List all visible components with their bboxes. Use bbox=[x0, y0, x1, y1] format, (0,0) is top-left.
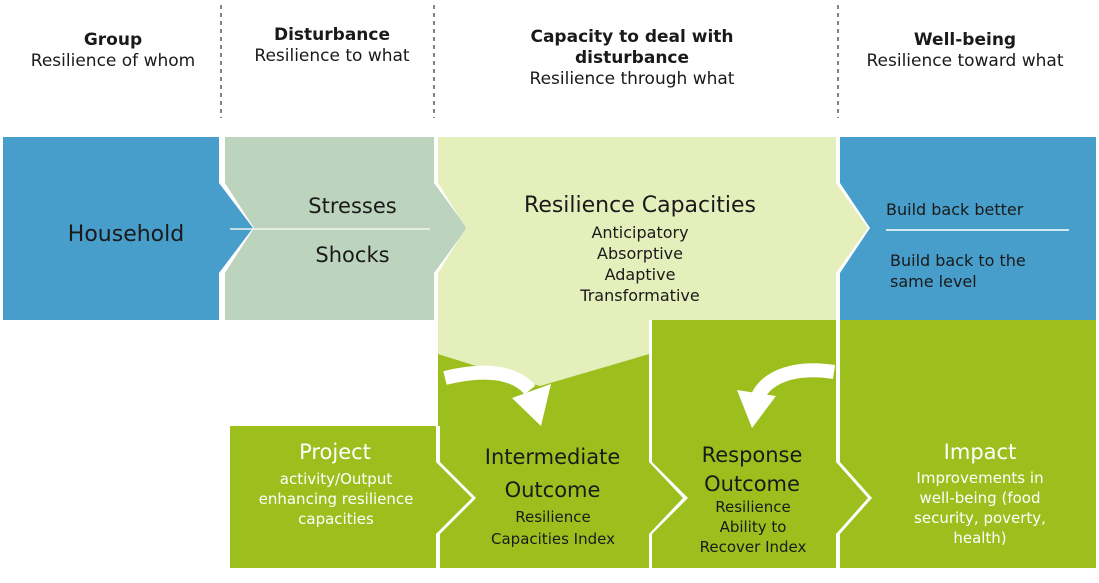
column-title: Capacity to deal with disturbance bbox=[530, 27, 734, 68]
build-back-better-label: Build back better bbox=[886, 200, 1024, 219]
household-label: Household bbox=[67, 222, 185, 247]
capacities-block bbox=[438, 137, 868, 386]
response-outcome-block bbox=[652, 320, 868, 568]
column-subtitle: Resilience to what bbox=[254, 46, 410, 66]
intermediate-outcome-desc: Resilience Capacities Index bbox=[491, 508, 615, 548]
column-header-wellbeing: Well-being Resilience toward what bbox=[850, 30, 1080, 72]
column-header-capacity: Capacity to deal with disturbance Resili… bbox=[517, 27, 747, 90]
household-block bbox=[3, 137, 253, 320]
column-header-disturbance: Disturbance Resilience to what bbox=[225, 25, 439, 67]
intermediate-outcome-block bbox=[438, 354, 683, 568]
capacities-title: Resilience Capacities bbox=[524, 193, 756, 218]
column-title: Disturbance bbox=[273, 25, 391, 45]
column-subtitle: Resilience through what bbox=[529, 69, 735, 89]
capacity-item: Adaptive bbox=[604, 265, 676, 284]
response-outcome-title: Response Outcome bbox=[701, 443, 803, 496]
impact-title: Impact bbox=[943, 440, 1017, 464]
column-subtitle: Resilience of whom bbox=[30, 51, 196, 71]
project-desc: activity/Output enhancing resilience cap… bbox=[258, 470, 414, 528]
impact-desc: Improvements in well-being (food securit… bbox=[914, 469, 1046, 547]
shocks-label: Shocks bbox=[315, 243, 390, 267]
impact-block bbox=[840, 320, 1096, 568]
project-block bbox=[230, 426, 472, 568]
column-subtitle: Resilience toward what bbox=[866, 51, 1064, 71]
column-title: Group bbox=[83, 30, 143, 50]
capacity-item: Anticipatory bbox=[591, 223, 689, 242]
stresses-label: Stresses bbox=[308, 194, 397, 218]
build-back-same-label: Build back to the same level bbox=[890, 251, 1026, 291]
response-outcome-desc: Resilience Ability to Recover Index bbox=[699, 498, 807, 556]
capacity-item: Absorptive bbox=[597, 244, 683, 263]
project-title: Project bbox=[299, 440, 371, 464]
capacities-list: Anticipatory Absorptive Adaptive Transfo… bbox=[520, 222, 760, 306]
curved-arrow-left-icon bbox=[443, 365, 551, 426]
intermediate-outcome-title: Intermediate Outcome bbox=[484, 445, 621, 502]
curved-arrow-right-icon bbox=[737, 363, 836, 428]
column-header-group: Group Resilience of whom bbox=[8, 30, 218, 72]
column-title: Well-being bbox=[913, 30, 1017, 50]
wellbeing-block bbox=[840, 137, 1096, 320]
capacity-item: Transformative bbox=[580, 286, 700, 305]
